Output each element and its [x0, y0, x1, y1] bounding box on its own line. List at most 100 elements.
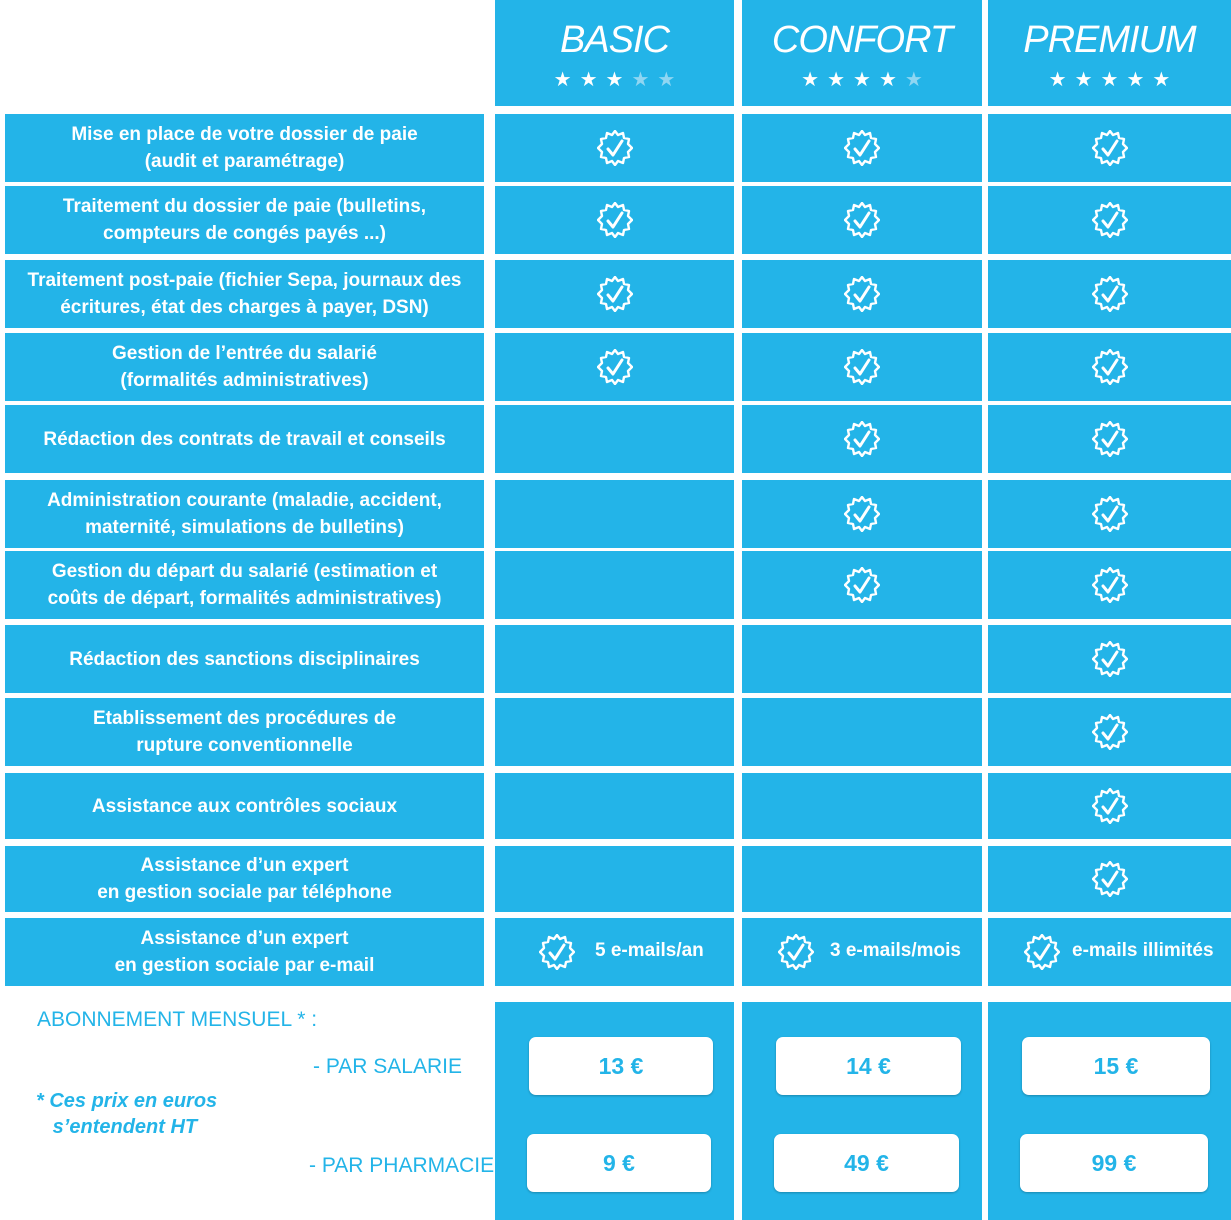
feature-cell-confort: [742, 846, 982, 912]
check-badge-icon: [596, 202, 633, 238]
plan-header-basic: BASIC★★★★★: [495, 0, 734, 106]
feature-cell-basic: [495, 698, 734, 766]
check-badge-icon: [844, 421, 880, 457]
price-per-employee: 15 €: [1022, 1037, 1210, 1095]
check-badge-icon: [596, 349, 633, 385]
feature-cell-confort: [742, 551, 982, 619]
check-badge-icon: [1091, 567, 1128, 603]
feature-cell-confort: [742, 260, 982, 328]
feature-cell-premium: [988, 480, 1231, 548]
plan-name: PREMIUM: [1023, 19, 1196, 61]
plan-stars: ★ ★ ★ ★ ★: [801, 70, 923, 90]
feature-label: Assistance aux contrôles sociaux: [91, 795, 398, 817]
price-per-employee: 13 €: [529, 1037, 713, 1095]
email-cell-basic: 5 e-mails/an: [495, 918, 734, 986]
price-per-pharmacy: 9 €: [527, 1134, 711, 1192]
feature-label: Traitement du dossier de paie (bulletins…: [62, 196, 427, 244]
star-icon: ★: [853, 69, 871, 91]
feature-cell-premium: [988, 698, 1231, 766]
star-icon: ★: [878, 69, 897, 91]
feature-cell-basic: [495, 260, 734, 328]
feature-cell-premium: [988, 405, 1231, 473]
email-cell-premium: e-mails illimités: [988, 918, 1231, 986]
check-badge-icon: [1091, 861, 1128, 897]
check-badge-icon: [1091, 714, 1128, 750]
check-badge-icon: [1091, 130, 1128, 166]
feature-cell-premium: [988, 773, 1231, 839]
feature-label: Traitement post-paie (fichier Sepa, jour…: [27, 270, 462, 318]
feature-label: Etablissement des procédures de rupture …: [92, 708, 397, 756]
star-icon: ★: [1152, 69, 1171, 91]
email-allowance: 5 e-mails/an: [595, 940, 704, 961]
plan-name: BASIC: [559, 19, 670, 61]
feature-cell-basic: [495, 186, 734, 254]
star-icon: ★: [657, 69, 676, 91]
price-block-confort: 14 € 49 €: [742, 1002, 982, 1220]
plan-stars: ★★★★★: [554, 70, 676, 90]
price-note: * Ces prix en euros s’entendent HT: [36, 1090, 218, 1138]
email-allowance: 3 e-mails/mois: [830, 940, 961, 961]
feature-cell-premium: [988, 333, 1231, 401]
price-per-pharmacy: 49 €: [774, 1134, 959, 1192]
check-badge-icon: [844, 130, 880, 166]
feature-cell-basic: [495, 480, 734, 548]
feature-label-cell: Traitement post-paie (fichier Sepa, jour…: [5, 260, 484, 328]
plan-stars: ★★★★★: [1049, 70, 1171, 90]
feature-cell-confort: [742, 480, 982, 548]
check-badge-icon: [1091, 641, 1128, 677]
star-icon: ★: [904, 69, 923, 91]
feature-cell-basic: [495, 773, 734, 839]
star-icon: ★: [801, 69, 820, 91]
feature-cell-basic: [495, 846, 734, 912]
check-badge-icon: [1091, 788, 1128, 824]
star-icon: ★: [1048, 69, 1067, 91]
feature-cell-premium: [988, 625, 1231, 693]
feature-cell-basic: [495, 114, 734, 182]
feature-cell-confort: [742, 698, 982, 766]
feature-cell-confort: [742, 186, 982, 254]
feature-label-cell: Gestion du départ du salarié (estimation…: [5, 551, 484, 619]
check-badge-icon: [844, 496, 880, 532]
check-badge-icon: [1091, 349, 1128, 385]
check-badge-icon: [844, 202, 880, 238]
feature-label-cell: Traitement du dossier de paie (bulletins…: [5, 186, 484, 254]
pricing-title: ABONNEMENT MENSUEL * :: [37, 1008, 318, 1031]
plan-header-confort: CONFORT ★ ★ ★ ★ ★: [742, 0, 982, 106]
check-badge-icon: [1091, 276, 1128, 312]
feature-cell-confort: [742, 773, 982, 839]
price-per-employee: 14 €: [776, 1037, 961, 1095]
plan-name: CONFORT: [771, 19, 953, 61]
price-block-basic: 13 € 9 €: [495, 1002, 734, 1220]
feature-label-cell: Assistance d’un expert en gestion social…: [5, 918, 484, 986]
star-icon: ★: [827, 69, 846, 91]
feature-label-cell: Etablissement des procédures de rupture …: [5, 698, 484, 766]
star-icon: ★: [1126, 69, 1145, 91]
feature-label-cell: Assistance d’un expert en gestion social…: [5, 846, 484, 912]
star-icon: ★: [579, 69, 598, 91]
check-badge-icon: [596, 276, 633, 312]
feature-cell-premium: [988, 260, 1231, 328]
feature-label-cell: Assistance aux contrôles sociaux: [5, 773, 484, 839]
check-badge-icon: [1091, 202, 1128, 238]
price-per-pharmacy: 99 €: [1020, 1134, 1208, 1192]
feature-cell-premium: [988, 551, 1231, 619]
star-icon: ★: [605, 69, 624, 91]
feature-cell-premium: [988, 846, 1231, 912]
feature-cell-basic: [495, 625, 734, 693]
feature-cell-basic: [495, 551, 734, 619]
feature-label-cell: Gestion de l’entrée du salarié (formalit…: [5, 333, 484, 401]
feature-cell-basic: [495, 405, 734, 473]
feature-label: Gestion de l’entrée du salarié (formalit…: [111, 343, 378, 391]
email-cell-confort: 3 e-mails/mois: [742, 918, 982, 986]
feature-label: Gestion du départ du salarié (estimation…: [47, 561, 442, 609]
per-employee-label: - PAR SALARIE: [313, 1055, 462, 1078]
star-icon: ★: [631, 69, 650, 91]
feature-cell-confort: [742, 114, 982, 182]
price-block-premium: 15 € 99 €: [988, 1002, 1231, 1220]
check-badge-icon: [1024, 934, 1060, 970]
plan-header-premium: PREMIUM★★★★★: [988, 0, 1231, 106]
check-badge-icon: [778, 934, 814, 970]
feature-label: Assistance d’un expert en gestion social…: [97, 855, 392, 903]
check-badge-icon: [844, 276, 880, 312]
per-pharmacy-label: - PAR PHARMACIE: [309, 1154, 495, 1177]
